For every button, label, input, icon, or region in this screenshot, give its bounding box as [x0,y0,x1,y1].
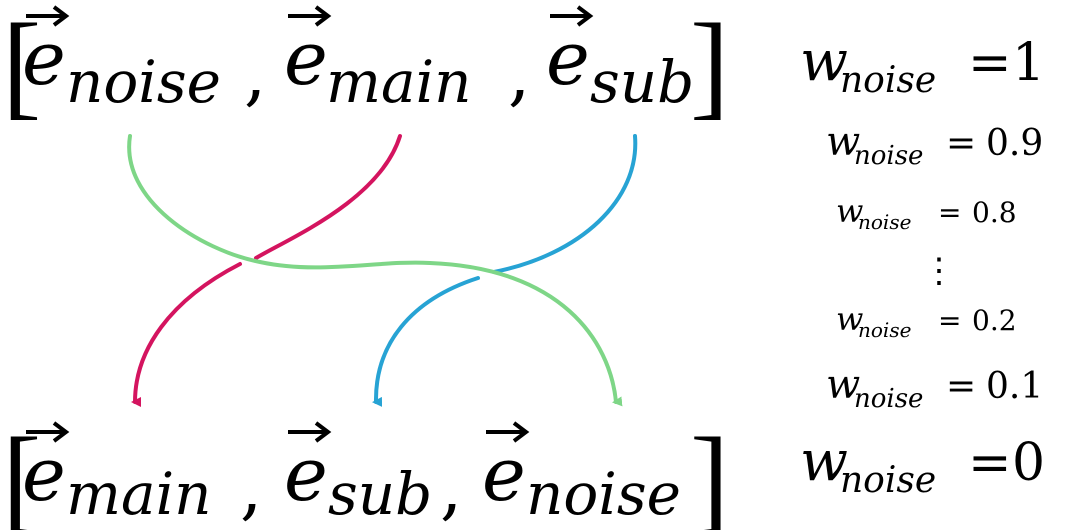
weight-value: 0 [1012,433,1045,493]
bottom-e-noise-base: e [482,432,526,518]
weight-value: 0.2 [972,304,1017,337]
weight-sub: noise [854,141,923,171]
weight-sub: noise [858,318,911,342]
top-e-main-base: e [284,16,328,102]
weight-symbol: w [800,29,848,94]
bottom-e-main-base: e [22,432,66,518]
top-e-main-sub: main [326,48,471,116]
bottom-e-main-sub: main [66,460,211,528]
weight-symbol: w [826,119,860,165]
bottom-vector: [ e main , e sub , e [2,413,729,530]
weight-sub: noise [840,460,936,501]
weight-sub: noise [840,60,936,101]
weight-symbol: w [836,300,863,338]
weight-symbol: w [826,362,860,408]
permutation-arrows [127,134,638,408]
bottom-separator-2: , [440,447,462,529]
top-e-noise-base: e [22,16,66,102]
bottom-element-noise: e noise [482,421,681,528]
weight-equals: = [938,196,961,229]
bottom-e-sub-base: e [284,432,328,518]
vector-arrow-icon [26,5,70,27]
weight-symbol: w [836,192,863,230]
weight-equals: = [968,433,1012,493]
vector-arrow-icon [486,421,530,443]
weight-row: w noise = 0 [800,429,1045,501]
weight-schedule: w noise = 1 w noise = 0.9 w noise = 0.8 … [800,29,1045,501]
weight-symbol: w [800,429,848,494]
bottom-separator-1: , [240,447,262,529]
weight-value: 1 [1012,33,1045,93]
weight-row: w noise = 0.8 [836,192,1017,234]
weight-sub: noise [854,384,923,414]
arrow-main-to-first [254,134,402,260]
weight-row: w noise = 1 [800,29,1045,101]
top-separator-2: , [508,33,530,115]
top-e-sub-sub: sub [590,48,694,116]
bottom-close-bracket: ] [690,413,729,530]
weight-row: w noise = 0.9 [826,119,1043,171]
bottom-element-main: e main [22,421,211,528]
top-open-bracket: [ [2,0,41,130]
top-element-main: e main [284,5,471,116]
weight-ellipsis: ⋮ [922,251,956,291]
weight-row: w noise = 0.2 [836,300,1017,342]
bottom-e-noise-sub: noise [526,460,681,528]
weight-equals: = [968,33,1012,93]
weight-value: 0.1 [986,366,1043,407]
bottom-e-sub-sub: sub [328,460,432,528]
top-e-sub-base: e [546,16,590,102]
weight-equals: = [938,304,961,337]
vector-arrow-icon [550,5,594,27]
top-element-noise: e noise [22,5,221,116]
weight-equals: = [946,366,976,407]
vector-arrow-icon [26,421,70,443]
top-separator-1: , [244,33,266,115]
top-close-bracket: ] [690,0,729,130]
weight-row: w noise = 0.1 [826,362,1043,414]
arrow-sub-to-second [492,134,638,274]
weight-sub: noise [858,210,911,234]
arrow-noise-to-third [127,134,623,407]
weight-equals: = [946,123,976,164]
top-element-sub: e sub [546,5,694,116]
arrow-sub-to-second-lower [372,276,480,407]
top-e-noise-sub: noise [66,48,221,116]
weight-value: 0.9 [986,123,1043,164]
arrow-main-to-first-lower [131,262,242,408]
weight-value: 0.8 [972,196,1017,229]
vector-arrow-icon [288,5,332,27]
bottom-element-sub: e sub [284,421,432,528]
top-vector: [ e noise , e main , e [2,0,729,130]
vector-arrow-icon [288,421,332,443]
